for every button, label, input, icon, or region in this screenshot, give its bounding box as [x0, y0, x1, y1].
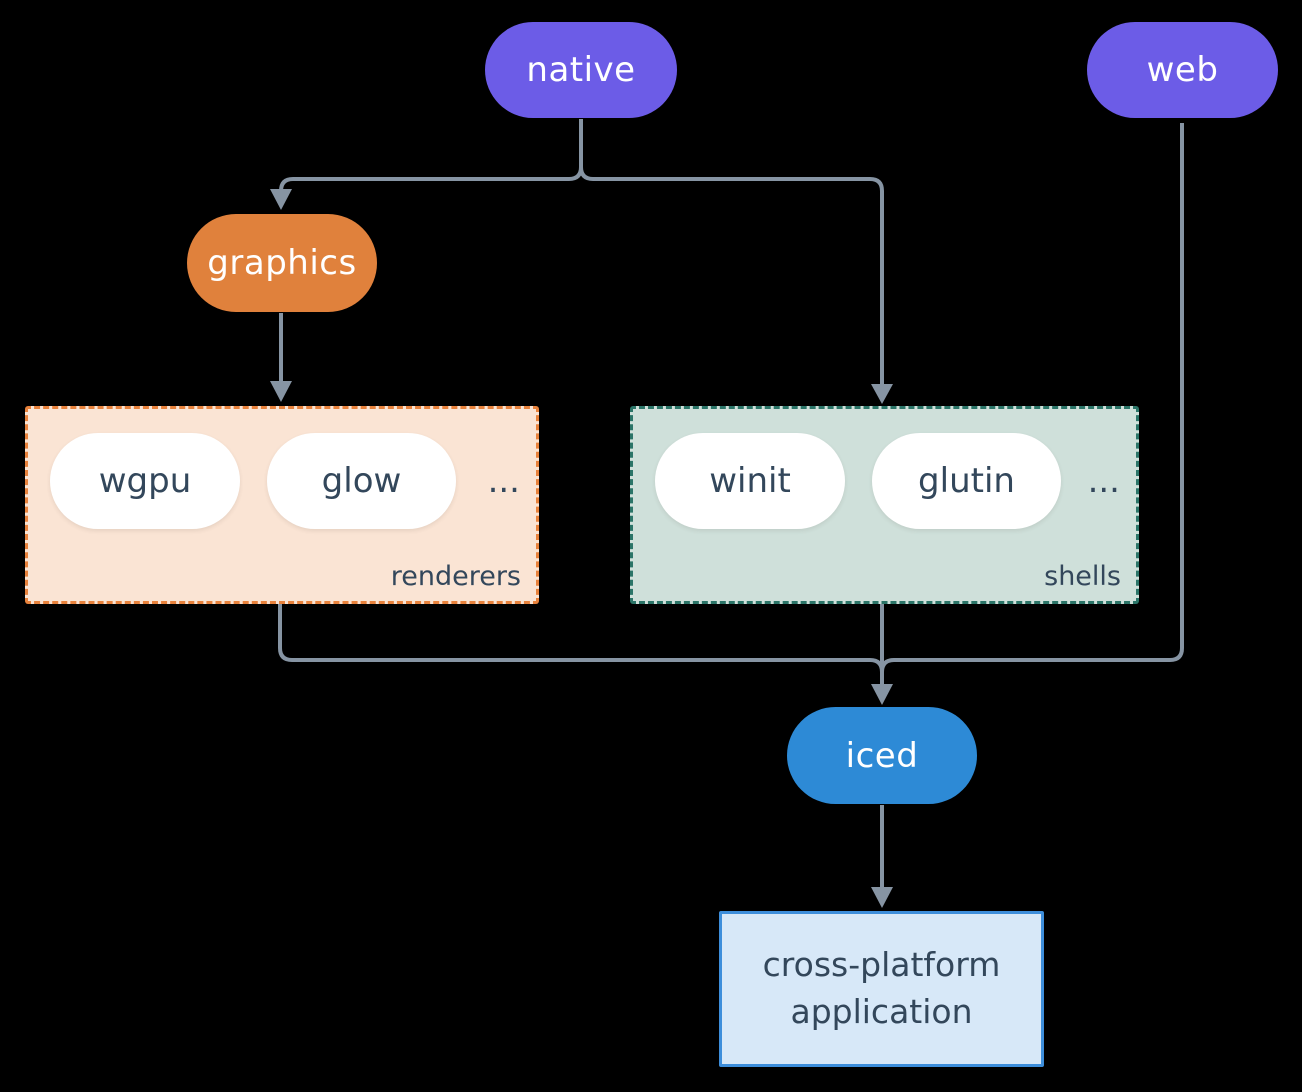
node-winit-label: winit	[709, 461, 791, 501]
node-glow: glow	[267, 433, 456, 529]
edge-native-shells	[579, 119, 884, 385]
group-renderers: wgpu glow ... renderers	[25, 406, 539, 604]
node-iced: iced	[787, 707, 977, 804]
edge-renderers-iced	[278, 599, 884, 673]
renderers-ellipsis: ...	[487, 461, 520, 501]
node-glutin-label: glutin	[918, 461, 1015, 501]
node-graphics: graphics	[187, 214, 377, 312]
arrowhead-graphics	[270, 189, 292, 210]
renderers-group-label: renderers	[390, 561, 521, 592]
node-iced-label: iced	[845, 735, 919, 776]
application-label-line1: cross-platform	[762, 945, 1001, 985]
node-native: native	[485, 22, 677, 118]
arrowhead-application	[871, 887, 893, 908]
node-wgpu: wgpu	[50, 433, 240, 529]
node-winit: winit	[655, 433, 845, 529]
arrowhead-iced	[871, 684, 893, 705]
shells-group-label: shells	[1044, 561, 1121, 592]
node-glow-label: glow	[321, 461, 402, 501]
group-shells: winit glutin ... shells	[630, 406, 1139, 604]
node-wgpu-label: wgpu	[98, 461, 192, 501]
edge-native-graphics	[279, 119, 583, 192]
node-cross-platform-application: cross-platform application	[719, 911, 1044, 1067]
node-web: web	[1087, 22, 1278, 118]
node-native-label: native	[526, 50, 636, 90]
node-glutin: glutin	[872, 433, 1061, 529]
application-label-line2: application	[790, 992, 973, 1031]
arrowhead-renderers	[270, 381, 292, 402]
arrowhead-shells	[871, 384, 893, 404]
node-graphics-label: graphics	[207, 243, 357, 283]
node-web-label: web	[1146, 50, 1219, 90]
shells-ellipsis: ...	[1087, 461, 1120, 501]
